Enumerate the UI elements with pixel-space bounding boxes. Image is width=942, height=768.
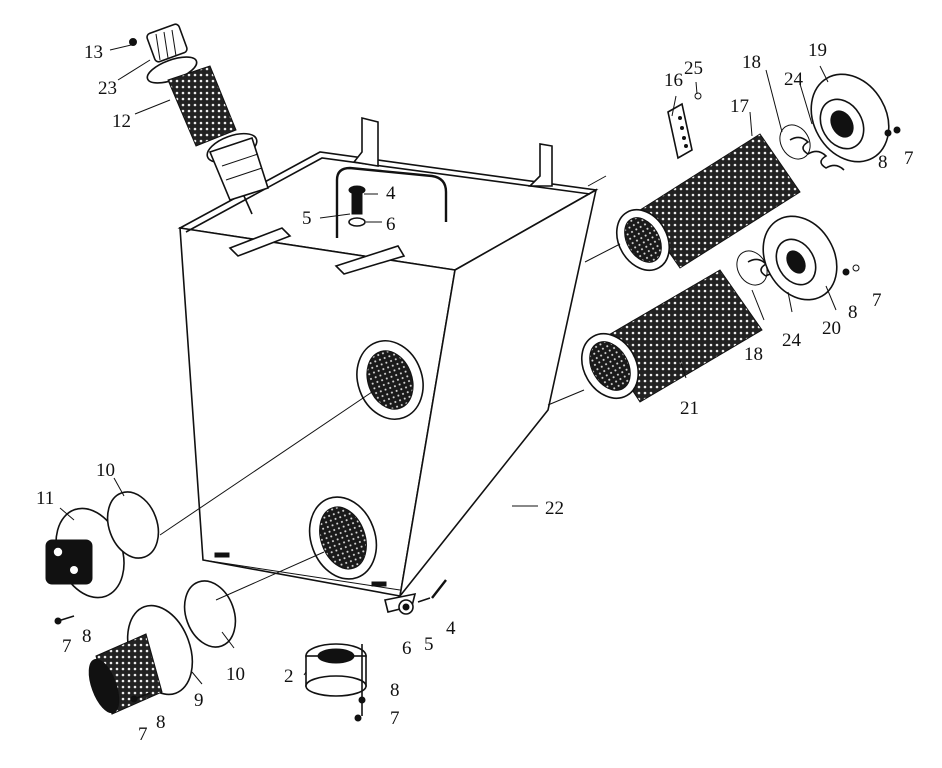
callout-12: 12	[112, 111, 131, 132]
lower-port-flange	[308, 496, 378, 580]
callout-22: 22	[545, 498, 564, 519]
callout-7-upper: 7	[904, 148, 914, 169]
callout-7-left: 7	[62, 636, 72, 657]
drain-coupling	[305, 643, 367, 697]
callout-13: 13	[84, 42, 103, 63]
callout-18: 18	[742, 52, 761, 73]
gaskets	[106, 491, 237, 648]
callout-8-drain: 8	[390, 680, 400, 701]
callout-5-bottom: 5	[424, 634, 434, 655]
callout-20: 20	[822, 318, 841, 339]
callout-19: 19	[808, 40, 827, 61]
upper-port-flange	[356, 340, 424, 420]
callout-6-bottom: 6	[402, 638, 412, 659]
upper-suction-filter	[615, 73, 901, 271]
callout-21: 21	[680, 398, 699, 419]
callout-7-bottom: 7	[138, 724, 148, 745]
callout-4-top: 4	[386, 183, 396, 204]
callout-2: 2	[284, 666, 294, 687]
callout-23: 23	[98, 78, 117, 99]
callout-7-mid: 7	[872, 290, 882, 311]
bottom-left-filter	[88, 604, 194, 715]
leader-lines	[59, 44, 837, 685]
callout-11: 11	[36, 488, 54, 509]
callout-16: 16	[664, 70, 683, 91]
callout-9: 9	[194, 690, 204, 711]
name-plate	[667, 92, 702, 160]
callout-5-top: 5	[302, 208, 312, 229]
lower-suction-filter	[580, 215, 860, 403]
callout-8-mid: 8	[848, 302, 858, 323]
hydraulic-tank	[177, 116, 599, 613]
callout-25: 25	[684, 58, 703, 79]
callout-7-drain: 7	[390, 708, 400, 729]
assembly-lines	[159, 175, 621, 601]
callout-18-lower: 18	[744, 344, 763, 365]
callout-8-bottom: 8	[156, 712, 166, 733]
callout-labels: 13 23 12 16 25 18 19 24 17 8 7 4 5 6 18 …	[36, 40, 914, 745]
fasteners	[54, 579, 447, 722]
callout-24: 24	[784, 69, 804, 90]
tank-handle	[335, 166, 448, 238]
lifting-bracket	[228, 116, 553, 275]
filler-breather-assembly	[146, 23, 270, 215]
callout-24-lower: 24	[782, 330, 802, 351]
callout-8-upper: 8	[878, 152, 888, 173]
callout-17: 17	[730, 96, 749, 117]
tank-side-face	[399, 188, 598, 597]
callout-8-left: 8	[82, 626, 92, 647]
callout-10-lower: 10	[226, 664, 245, 685]
callout-6-top: 6	[386, 214, 396, 235]
left-cover-assembly	[45, 507, 125, 599]
callout-10-upper: 10	[96, 460, 115, 481]
callout-4-bottom: 4	[446, 618, 456, 639]
